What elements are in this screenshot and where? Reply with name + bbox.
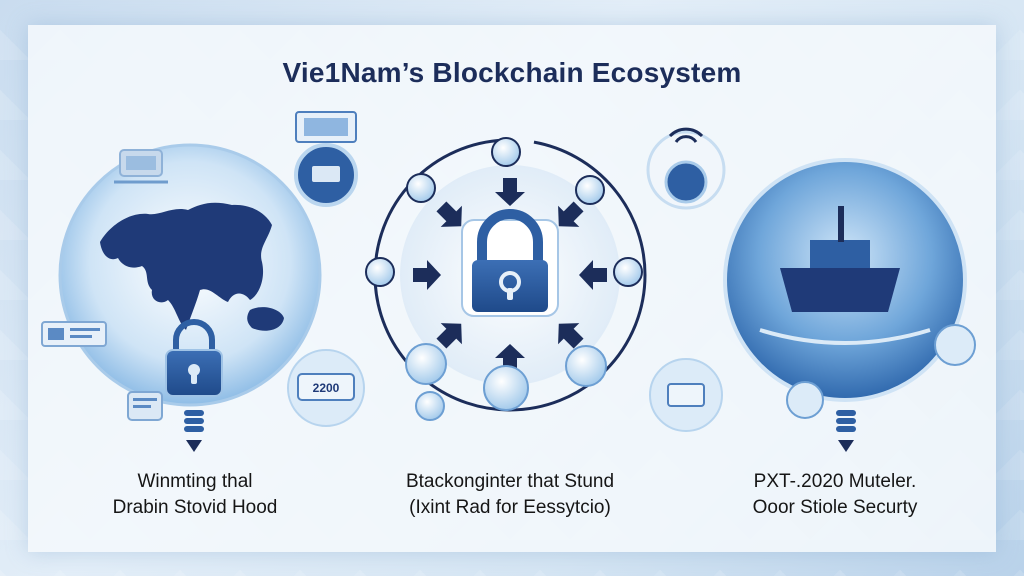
caption-right: PXT-.2020 Muteler. Ooor Stiole Securty (710, 469, 960, 521)
wifi-icon (646, 127, 726, 210)
left-globe-group: 2200 (41, 111, 365, 452)
arrow-icon (413, 178, 607, 372)
caption-right-line2: Ooor Stiole Securty (752, 497, 918, 518)
page-title: Vie1Nam’s Blockchain Ecosystem (282, 57, 742, 88)
world-map-icon (100, 202, 272, 330)
ship-icon (759, 206, 931, 345)
right-port-group (646, 127, 976, 452)
laptop-icon (114, 149, 168, 184)
coin-stack-icon (184, 410, 204, 432)
shield-icon (649, 324, 976, 432)
amount-badge: 2200 (287, 349, 365, 427)
center-network-group (365, 137, 647, 421)
id-card-icon (41, 321, 107, 347)
amount-badge-text: 2200 (313, 381, 340, 395)
coin-stack-icon (786, 381, 856, 432)
document-icon (127, 391, 163, 421)
padlock-icon (165, 319, 223, 397)
down-arrow-icon (838, 440, 854, 452)
network-node-icon (365, 137, 643, 421)
caption-right-line1: PXT-.2020 Muteler. (753, 471, 917, 492)
caption-left: Winmting thal Drabin Stovid Hood (70, 469, 320, 521)
padlock-icon (461, 209, 559, 317)
down-arrow-icon (186, 440, 202, 452)
caption-center-line2: (Ixint Rad for Eessytcio) (409, 497, 611, 518)
australia-icon (247, 307, 284, 331)
certificate-icon (294, 111, 358, 207)
caption-center-line1: Btackonginter that Stund (405, 471, 615, 492)
caption-left-line2: Drabin Stovid Hood (112, 497, 278, 518)
caption-center: Btackonginter that Stund (Ixint Rad for … (350, 469, 670, 521)
caption-left-line1: Winmting thal (137, 471, 253, 492)
